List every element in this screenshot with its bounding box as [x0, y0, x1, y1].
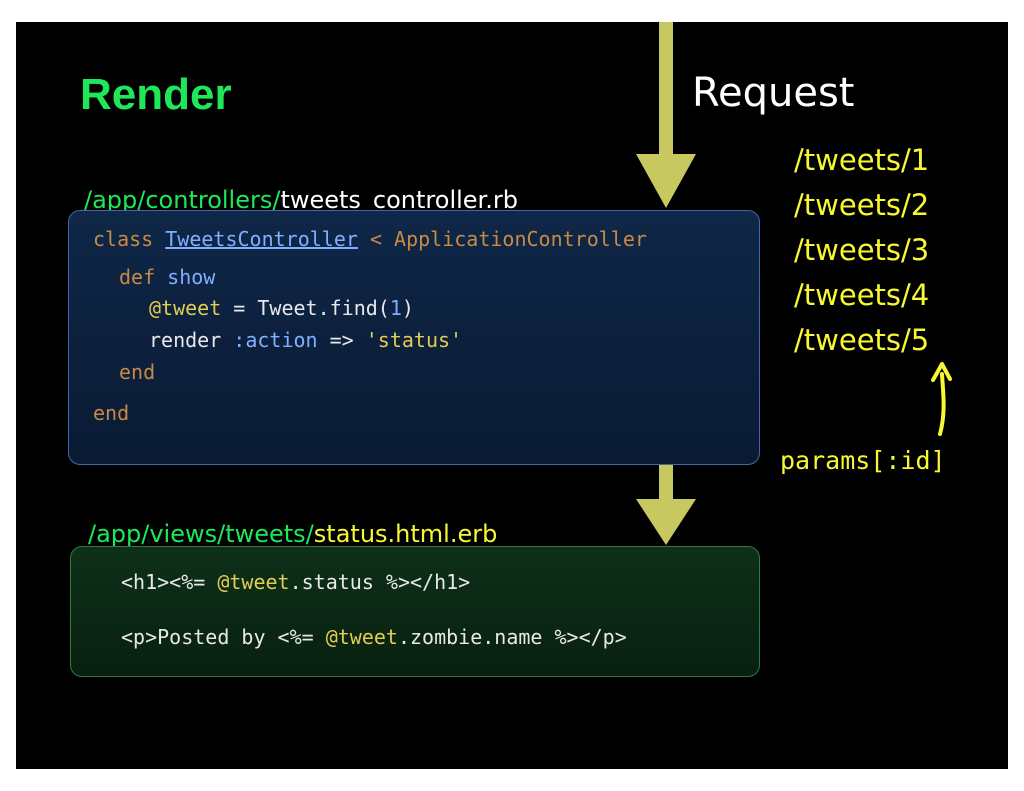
params-label: params[:id]: [780, 446, 946, 475]
code-line: class TweetsController < ApplicationCont…: [93, 227, 647, 251]
route-list: /tweets/1 /tweets/2 /tweets/3 /tweets/4 …: [794, 138, 929, 363]
view-path-prefix: /app/views/tweets/: [88, 520, 314, 548]
code-operator: =>: [317, 328, 366, 352]
route-item: /tweets/5: [794, 323, 930, 357]
code-line: <p>Posted by <%= @tweet.zombie.name %></…: [121, 625, 627, 649]
code-symbol: :action: [221, 328, 318, 352]
code-ivar: @tweet: [217, 570, 290, 594]
code-line: render :action => 'status': [149, 328, 462, 352]
code-line: @tweet = Tweet.find(1): [149, 296, 414, 320]
code-ivar: @tweet: [325, 625, 398, 649]
code-line: <h1><%= @tweet.status %></h1>: [121, 570, 470, 594]
code-keyword: def: [119, 265, 156, 289]
code-line: end: [119, 360, 156, 384]
code-text: ): [401, 296, 414, 320]
controller-path-prefix: /app/controllers/: [84, 186, 281, 214]
code-text: = Tweet.find(: [221, 296, 390, 320]
view-path: /app/views/tweets/status.html.erb: [88, 520, 497, 548]
code-line: end: [93, 401, 130, 425]
code-tag: <h1><%=: [121, 570, 218, 594]
code-ivar: @tweet: [149, 296, 222, 320]
route-item: /tweets/2: [794, 188, 930, 222]
code-keyword: class: [93, 227, 154, 251]
code-operator: <: [357, 227, 395, 251]
view-path-file: status.html.erb: [313, 520, 498, 548]
route-item: /tweets/1: [794, 143, 930, 177]
code-line: def show: [119, 265, 215, 289]
code-class-name: TweetsController: [165, 227, 358, 251]
code-string: 'status': [365, 328, 463, 352]
code-number: 1: [389, 296, 402, 320]
code-parent-class: ApplicationController: [394, 227, 647, 251]
code-call: render: [149, 328, 222, 352]
route-item: /tweets/3: [794, 233, 930, 267]
code-tag: <p>Posted by <%=: [121, 625, 326, 649]
params-arrow-icon: [931, 362, 952, 436]
slide: Render Request /tweets/1 /tweets/2 /twee…: [16, 22, 1008, 769]
request-label: Request: [692, 70, 855, 116]
route-item: /tweets/4: [794, 278, 930, 312]
view-code-block: <h1><%= @tweet.status %></h1> <p>Posted …: [70, 546, 760, 677]
code-text: .zombie.name %></p>: [397, 625, 627, 649]
code-text: .status %></h1>: [289, 570, 471, 594]
code-method-name: show: [155, 265, 216, 289]
controller-path: /app/controllers/tweets_controller.rb: [84, 186, 518, 214]
controller-code-block: class TweetsController < ApplicationCont…: [68, 210, 760, 465]
slide-title: Render: [80, 70, 232, 119]
render-arrow-icon: [636, 465, 696, 545]
controller-path-file: tweets_controller.rb: [280, 186, 518, 214]
request-arrow-icon: [636, 22, 696, 208]
